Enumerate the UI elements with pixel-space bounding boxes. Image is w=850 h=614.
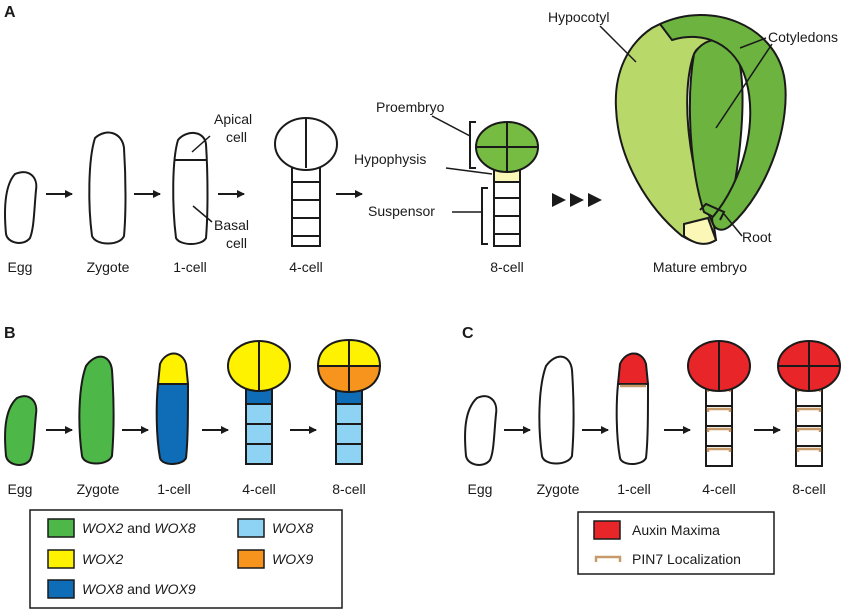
mature-embryo — [614, 14, 787, 245]
legend-b-frame — [29, 509, 343, 609]
cotyledons-label: Cotyledons — [768, 29, 838, 45]
suspensor-column — [291, 163, 321, 247]
one-cell-embryo — [172, 132, 209, 245]
legend-swatch — [237, 549, 265, 569]
arrowhead — [552, 193, 566, 207]
legend-swatch — [593, 520, 621, 540]
four-cell-embryo — [227, 340, 291, 465]
suspensor-cell — [335, 423, 363, 445]
basal-cell-label-line1: Basal — [214, 217, 249, 233]
egg-cell — [4, 171, 38, 244]
suspensor-cell — [335, 403, 363, 425]
leader-line — [599, 25, 637, 63]
stage-label: Zygote — [537, 481, 580, 497]
stage-label: Mature embryo — [653, 259, 747, 275]
arrowhead — [588, 193, 602, 207]
legend-entry: WOX9 — [272, 551, 313, 567]
legend-swatch — [237, 518, 265, 538]
stage-label: 1-cell — [173, 259, 206, 275]
legend-b: WOX2 and WOX8 WOX8 WOX2 WOX9 WOX8 and WO… — [29, 509, 343, 609]
stage-label: 8-cell — [490, 259, 523, 275]
panel-b-label: B — [4, 325, 16, 342]
pin7-mark — [706, 407, 732, 412]
egg-cell — [464, 395, 498, 466]
suspensor-cell — [245, 443, 273, 465]
stage-label: 8-cell — [332, 481, 365, 497]
pin7-mark — [706, 427, 732, 432]
basal-cell — [155, 383, 190, 465]
leader-line — [431, 115, 471, 137]
panel-a-label: A — [4, 4, 16, 21]
suspensor-cell — [245, 403, 273, 425]
root-label: Root — [742, 229, 772, 245]
pin7-mark — [796, 407, 822, 412]
suspensor-label: Suspensor — [368, 203, 435, 219]
legend-swatch — [47, 579, 75, 599]
zygote-cell — [78, 355, 115, 465]
one-cell-embryo — [615, 352, 650, 465]
basal-cell — [615, 383, 650, 465]
pin7-mark — [796, 447, 822, 452]
eight-cell-embryo — [475, 121, 539, 247]
legend-entry: WOX8 — [272, 520, 313, 536]
leader-line — [191, 135, 211, 153]
proembryo-label: Proembryo — [376, 99, 445, 115]
leader-line — [445, 167, 493, 175]
stage-label: 8-cell — [792, 481, 825, 497]
pin7-mark — [706, 447, 732, 452]
eight-cell-embryo — [777, 340, 841, 467]
legend-entry: WOX2 and WOX8 — [82, 520, 196, 536]
legend-pin7-mark — [594, 555, 622, 562]
stage-label: Zygote — [77, 481, 120, 497]
stage-label: Egg — [468, 481, 493, 497]
root-tip — [683, 216, 718, 245]
egg-cell — [4, 395, 38, 466]
four-cell-embryo — [687, 340, 751, 467]
basal-cell-label-line2: cell — [226, 235, 247, 251]
stage-label: 4-cell — [242, 481, 275, 497]
legend-c: Auxin Maxima PIN7 Localization — [577, 511, 775, 575]
leader-line — [192, 205, 213, 223]
stage-label: 4-cell — [289, 259, 322, 275]
hypophysis-label: Hypophysis — [354, 151, 426, 167]
leader-line — [723, 213, 743, 237]
proembryo-bracket — [469, 121, 476, 169]
legend-swatch — [47, 518, 75, 538]
legend-entry: WOX8 and WOX9 — [82, 581, 196, 597]
suspensor-cell — [335, 443, 363, 465]
leader-line — [739, 37, 767, 49]
legend-entry: PIN7 Localization — [632, 551, 741, 567]
apical-cell-label-line2: cell — [226, 129, 247, 145]
hypocotyl-label: Hypocotyl — [548, 9, 609, 25]
stage-label: Egg — [8, 481, 33, 497]
apical-cell — [156, 352, 190, 385]
stage-label: 1-cell — [617, 481, 650, 497]
arrowhead — [570, 193, 584, 207]
legend-entry: Auxin Maxima — [632, 522, 720, 538]
apical-cell — [616, 352, 650, 385]
stage-label: Egg — [8, 259, 33, 275]
one-cell-embryo — [155, 352, 190, 465]
zygote-cell — [88, 131, 127, 245]
root-bracket — [699, 202, 726, 221]
panel-c-label: C — [462, 325, 474, 342]
legend-entry: WOX2 — [82, 551, 123, 567]
legend-swatch — [47, 549, 75, 569]
zygote-cell — [538, 355, 575, 465]
pin7-mark — [796, 427, 822, 432]
suspensor-cell — [245, 423, 273, 445]
stage-label: Zygote — [87, 259, 130, 275]
leader-line — [715, 43, 773, 129]
stage-label: 1-cell — [157, 481, 190, 497]
suspensor-column — [493, 175, 521, 247]
eight-cell-embryo — [316, 338, 382, 465]
stage-label: 4-cell — [702, 481, 735, 497]
four-cell-embryo — [274, 117, 338, 247]
apical-cell-label-line1: Apical — [214, 111, 252, 127]
suspensor-bracket — [481, 187, 488, 245]
